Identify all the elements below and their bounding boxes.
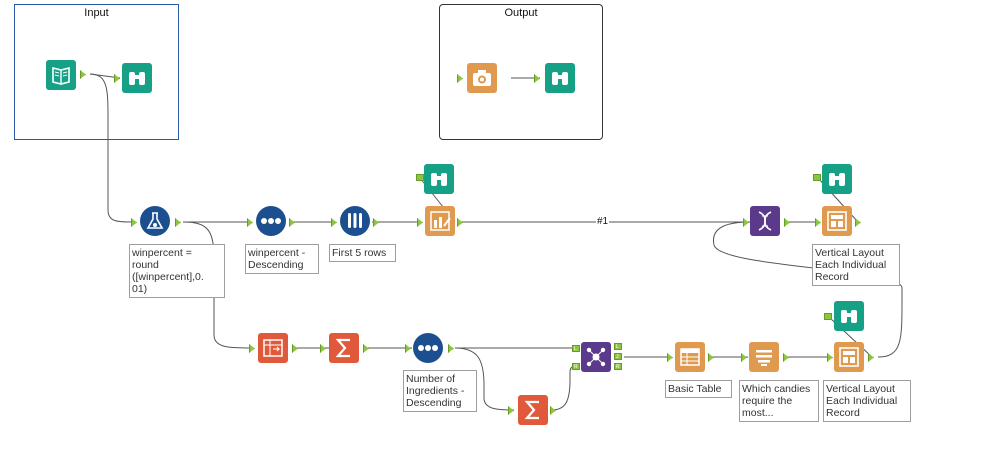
sample-annotation: First 5 rows (329, 244, 396, 262)
join-right-anchor[interactable]: R (572, 363, 580, 370)
binoculars-icon (129, 72, 145, 85)
dots-icon (418, 345, 438, 351)
container-output[interactable]: Output (439, 4, 603, 140)
formula-annotation: winpercent = round ([winpercent],0. 01) (129, 244, 225, 298)
report-text-tool[interactable] (749, 342, 779, 372)
join-r-output-anchor[interactable]: R (614, 363, 622, 370)
chart-brush-icon (430, 211, 451, 231)
table-annotation: Basic Table (665, 380, 732, 398)
join-graph-icon (586, 347, 606, 367)
crosstab-tool[interactable] (258, 333, 288, 363)
layout-tool-2[interactable] (834, 342, 864, 372)
chart-tool[interactable] (425, 206, 455, 236)
browse-input-anchor[interactable] (416, 174, 424, 181)
table-tool[interactable] (675, 342, 705, 372)
camera-icon (473, 70, 491, 86)
input-data-tool[interactable] (46, 60, 76, 90)
formula-tool[interactable] (140, 206, 170, 236)
transpose-tool[interactable] (750, 206, 780, 236)
test-tubes-icon (348, 213, 362, 228)
browse-tool-input[interactable] (122, 63, 152, 93)
sort-tool-1[interactable] (256, 206, 286, 236)
layout-tool-1[interactable] (822, 206, 852, 236)
browse-tool-output[interactable] (545, 63, 575, 93)
binoculars-icon (841, 310, 857, 323)
report-text-annotation: Which candies require the most... (739, 380, 819, 422)
sigma-icon (524, 400, 539, 420)
sort-annotation-1: winpercent - Descending (245, 244, 319, 274)
text-lines-icon (756, 350, 772, 366)
join-j-output-anchor[interactable]: J (614, 353, 622, 360)
layout-icon (827, 211, 847, 231)
container-title: Output (504, 7, 538, 19)
dots-icon (261, 218, 281, 224)
binoculars-icon (552, 72, 568, 85)
table-transform-icon (263, 339, 283, 357)
summarize-tool-1[interactable] (329, 333, 359, 363)
browse-tool-chart[interactable] (424, 164, 454, 194)
layout-annotation-2: Vertical Layout Each Individual Record (823, 380, 911, 422)
sort-tool-2[interactable] (413, 333, 443, 363)
sample-tool[interactable] (340, 206, 370, 236)
sigma-icon (335, 338, 350, 358)
layout-icon (839, 347, 859, 367)
binoculars-icon (431, 173, 447, 186)
join-l-output-anchor[interactable]: L (614, 343, 622, 350)
container-title: Input (84, 7, 109, 19)
dna-icon (758, 211, 772, 231)
render-tool[interactable] (467, 63, 497, 93)
table-icon (680, 348, 700, 366)
wire-label-1: #1 (596, 216, 610, 227)
browse-tool-layout1[interactable] (822, 164, 852, 194)
join-tool[interactable] (581, 342, 611, 372)
book-icon (52, 66, 70, 85)
summarize-tool-2[interactable] (518, 395, 548, 425)
flask-icon (146, 212, 164, 229)
browse-tool-layout2[interactable] (834, 301, 864, 331)
browse-input-anchor[interactable] (824, 313, 832, 320)
browse-input-anchor[interactable] (813, 174, 821, 181)
binoculars-icon (829, 173, 845, 186)
sort-annotation-2: Number of Ingredients - Descending (403, 370, 477, 412)
layout-annotation-1: Vertical Layout Each Individual Record (812, 244, 900, 286)
join-left-anchor[interactable]: L (572, 345, 580, 352)
